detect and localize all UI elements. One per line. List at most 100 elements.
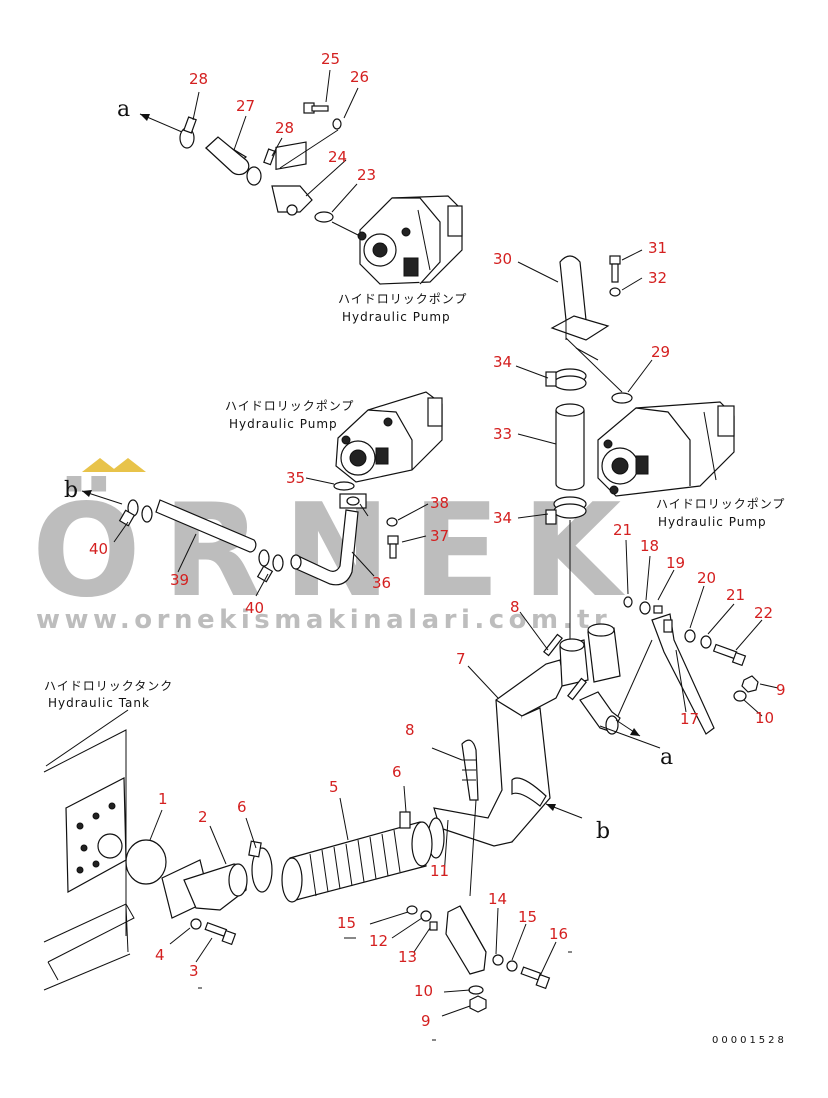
washer xyxy=(332,118,342,130)
callout: 17 xyxy=(680,710,699,728)
callout: 33 xyxy=(493,425,512,443)
hose-clamp xyxy=(246,166,262,186)
middle-left-group: ハイドロリックポンプ Hydraulic Pump b xyxy=(64,391,443,597)
support-bracket-group xyxy=(198,905,572,1041)
callout: 10 xyxy=(755,709,774,727)
pump-top-label-en: Hydraulic Pump xyxy=(342,310,451,324)
callout: 32 xyxy=(648,269,667,287)
washer xyxy=(190,918,202,930)
callout: 21 xyxy=(613,521,632,539)
suction-elbow xyxy=(271,185,313,213)
top-suction-group: a xyxy=(117,69,466,324)
callout: 34 xyxy=(493,509,512,527)
washer xyxy=(386,517,398,527)
pump-right-label-en: Hydraulic Pump xyxy=(658,515,767,529)
callout: 25 xyxy=(321,50,340,68)
bolt xyxy=(609,255,621,265)
watermark-url: www.ornekismakinalari.com.tr xyxy=(36,605,611,635)
hose xyxy=(155,499,257,553)
washer xyxy=(492,954,504,966)
callout: 34 xyxy=(493,353,512,371)
hose xyxy=(555,410,585,491)
callout: 6 xyxy=(392,763,402,781)
pump-middle-label-jp: ハイドロリックポンプ xyxy=(225,399,354,413)
callout: 38 xyxy=(430,494,449,512)
flexible-bellows xyxy=(281,821,433,903)
callout: 1 xyxy=(158,790,168,808)
arrow-b-left xyxy=(82,490,92,497)
washer xyxy=(733,690,747,702)
clamp-tab xyxy=(399,811,411,829)
o-ring xyxy=(314,211,334,223)
hydraulic-pump-right xyxy=(597,401,735,497)
nut xyxy=(741,675,759,693)
callout: 9 xyxy=(776,681,786,699)
callout: 19 xyxy=(666,554,685,572)
watermark-logo: ÖRNEK xyxy=(32,476,643,626)
ref-b-right: b xyxy=(596,819,610,844)
pump-right-label-jp: ハイドロリックポンプ xyxy=(656,497,785,511)
callout: 4 xyxy=(155,946,165,964)
ref-a-right: a xyxy=(660,745,673,770)
washer xyxy=(506,960,518,972)
arrow-a-top xyxy=(140,114,150,121)
right-group: ハイドロリックポンプ Hydraulic Pump xyxy=(515,249,785,640)
callout: 12 xyxy=(369,932,388,950)
hose-clamp xyxy=(251,847,273,893)
washer xyxy=(406,905,418,915)
pipe xyxy=(293,509,359,586)
tank-connection-group: ハイドロリックタンク Hydraulic Tank xyxy=(43,679,433,991)
callout: 31 xyxy=(648,239,667,257)
washer xyxy=(468,985,484,995)
callout: 20 xyxy=(697,569,716,587)
callout: 22 xyxy=(754,604,773,622)
callout: 2 xyxy=(198,808,208,826)
callout: 29 xyxy=(651,343,670,361)
callout: 26 xyxy=(350,68,369,86)
callout: 10 xyxy=(414,982,433,1000)
flange xyxy=(550,315,610,341)
callout: 36 xyxy=(372,574,391,592)
suction-tube xyxy=(559,255,587,321)
fitting xyxy=(543,633,563,657)
callout: 8 xyxy=(510,598,520,616)
callout: 7 xyxy=(456,650,466,668)
callout: 18 xyxy=(640,537,659,555)
callout: 23 xyxy=(357,166,376,184)
washer xyxy=(684,629,696,643)
gasket xyxy=(125,839,167,885)
ref-b-left: b xyxy=(64,478,78,503)
callout: 8 xyxy=(405,721,415,739)
callout: 5 xyxy=(329,778,339,796)
callout: 30 xyxy=(493,250,512,268)
callout: 39 xyxy=(170,571,189,589)
nut xyxy=(469,995,487,1013)
bolt xyxy=(712,643,738,660)
hose-clamp xyxy=(141,505,153,523)
drawing-number: 00001528 xyxy=(712,1035,787,1046)
watermark-accent-right xyxy=(110,458,146,472)
tank-flange-plate xyxy=(65,777,127,894)
bracket-hardware xyxy=(617,539,779,735)
callout: 14 xyxy=(488,890,507,908)
o-ring xyxy=(611,392,633,404)
callout: 35 xyxy=(286,469,305,487)
ref-a-top: a xyxy=(117,97,130,122)
bolt xyxy=(204,921,228,937)
callout: 15 xyxy=(337,914,356,932)
callout: 15 xyxy=(518,908,537,926)
bolt xyxy=(387,535,399,545)
tank-label-en: Hydraulic Tank xyxy=(48,696,150,710)
callout-numbers: 28 27 25 26 28 2 4 23 30 31 32 29 34 33 3… xyxy=(89,50,786,1030)
spacer xyxy=(653,605,663,614)
callout: 13 xyxy=(398,948,417,966)
callout: 21 xyxy=(726,586,745,604)
callout: 27 xyxy=(236,97,255,115)
bolt xyxy=(520,966,542,981)
callout: 40 xyxy=(245,599,264,617)
callout: 11 xyxy=(430,862,449,880)
callout: 28 xyxy=(189,70,208,88)
callout: 16 xyxy=(549,925,568,943)
callout: 28 xyxy=(275,119,294,137)
